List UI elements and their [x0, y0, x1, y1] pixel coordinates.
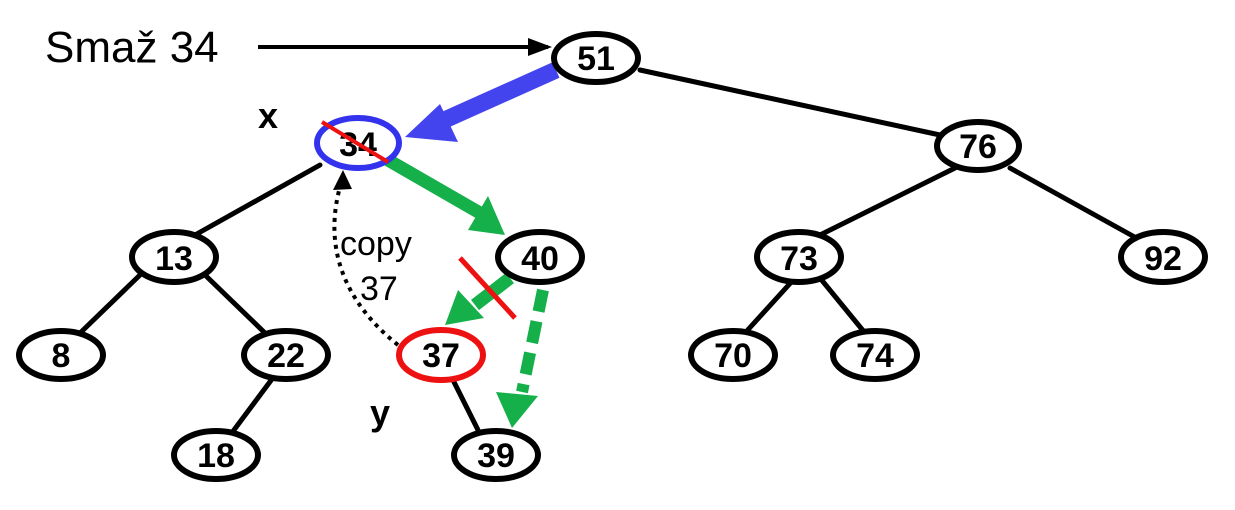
- node-40-ellipse: [495, 229, 585, 285]
- label-x: x: [258, 95, 278, 136]
- label-copy: copy: [340, 225, 412, 263]
- node-13: 13: [129, 229, 219, 285]
- green-arrow-40-37-head: [445, 290, 484, 325]
- green-dashed-arrow-shaft: [516, 288, 549, 394]
- node-74-ellipse: [830, 328, 920, 382]
- green-arrow-34-40-head: [468, 196, 505, 235]
- copy-dotted-arrow-head: [333, 170, 352, 190]
- edge-37-39: [449, 375, 481, 433]
- node-13-label: 13: [155, 240, 193, 278]
- blue-arrow-head: [405, 104, 458, 142]
- node-76-ellipse: [934, 119, 1022, 173]
- node-8: 8: [16, 328, 106, 382]
- edge-13-22: [202, 272, 268, 336]
- node-92-ellipse: [1118, 229, 1208, 285]
- edge-73-70: [742, 275, 798, 336]
- node-18-label: 18: [197, 437, 235, 475]
- node-18: 18: [171, 428, 261, 482]
- node-51-label: 51: [577, 40, 615, 78]
- node-8-label: 8: [52, 337, 71, 375]
- node-74-label: 74: [856, 337, 894, 375]
- node-92-label: 92: [1144, 240, 1182, 278]
- edge-73-74: [817, 275, 868, 336]
- node-40: 40: [495, 229, 585, 285]
- node-13-ellipse: [129, 229, 219, 285]
- edge-34-13: [192, 162, 323, 238]
- blue-arrow-shaft: [436, 62, 560, 130]
- edge-76-92: [1007, 165, 1143, 243]
- green-arrow-34-40-shaft: [384, 154, 484, 219]
- node-22-label: 22: [267, 337, 305, 375]
- copy-dotted-arrow: [332, 179, 400, 347]
- node-37-ellipse: [396, 327, 486, 383]
- node-8-ellipse: [16, 328, 106, 382]
- red-cut-mark: [458, 256, 517, 320]
- node-39: 39: [451, 428, 541, 482]
- node-76-label: 76: [959, 128, 997, 166]
- node-51: 51: [551, 31, 641, 85]
- node-51-ellipse: [551, 31, 641, 85]
- node-70-ellipse: [688, 328, 778, 382]
- node-37: 37: [396, 327, 486, 383]
- node-73-label: 73: [780, 240, 818, 278]
- node-76: 76: [934, 119, 1022, 173]
- node-39-label: 39: [477, 437, 515, 475]
- node-73-ellipse: [754, 229, 844, 285]
- edge-76-73: [817, 165, 958, 238]
- title-text: Smaž 34: [45, 23, 219, 72]
- edge-51-76: [637, 67, 943, 138]
- node-34: 34: [314, 115, 402, 171]
- node-70-label: 70: [714, 337, 752, 375]
- node-22-ellipse: [241, 328, 331, 382]
- node-39-ellipse: [451, 428, 541, 482]
- node-18-ellipse: [171, 428, 261, 482]
- node-74: 74: [830, 328, 920, 382]
- node-40-label: 40: [521, 240, 559, 278]
- node-92: 92: [1118, 229, 1208, 285]
- edge-22-18: [225, 372, 278, 441]
- green-dashed-arrow-head: [496, 392, 538, 428]
- node-73: 73: [754, 229, 844, 285]
- edge-13-8: [75, 272, 143, 338]
- node-22: 22: [241, 328, 331, 382]
- tree-edges: [75, 67, 1143, 441]
- node-34-strike: [320, 120, 390, 164]
- node-70: 70: [688, 328, 778, 382]
- label-y: y: [370, 392, 390, 433]
- title-arrow-head: [528, 38, 552, 56]
- node-37-label: 37: [422, 337, 460, 375]
- label-copy-value: 37: [360, 270, 398, 308]
